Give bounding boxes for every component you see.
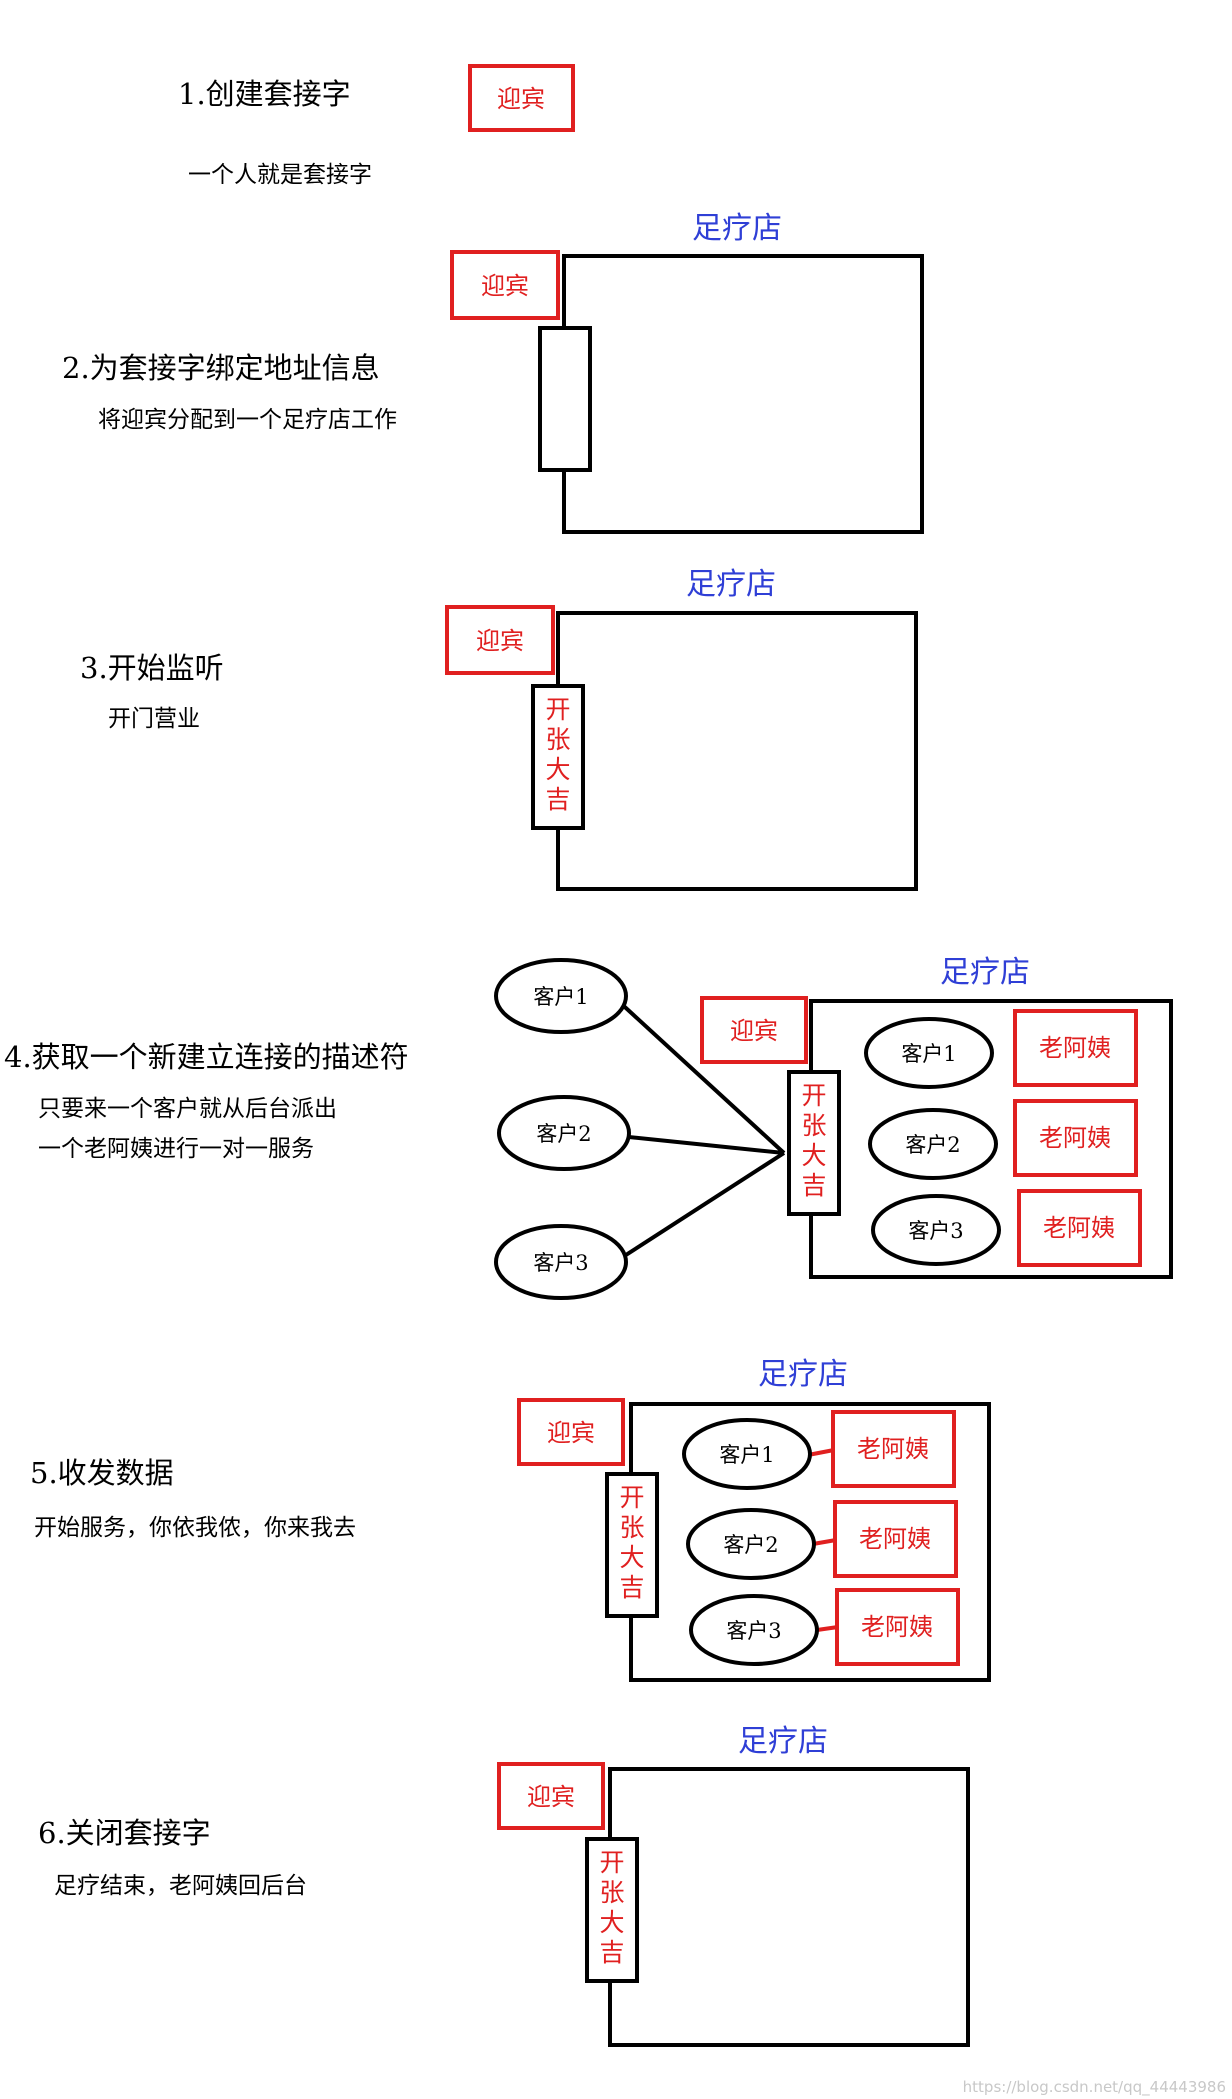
client-label: 客户2	[536, 1122, 591, 1146]
client-label: 客户2	[905, 1133, 960, 1157]
opening-char: 张	[801, 1111, 826, 1140]
auntie-box	[831, 1410, 956, 1488]
greeter-box	[700, 996, 808, 1064]
shop-box	[608, 1767, 970, 2047]
opening-char: 开	[801, 1081, 826, 1110]
step-desc: 只要来一个客户就从后台派出	[38, 1096, 337, 1122]
step-desc: 开始服务，你依我侬，你来我去	[34, 1515, 356, 1541]
auntie-label: 老阿姨	[859, 1525, 931, 1553]
step-1: 1.创建套接字 一个人就是套接字 迎宾	[178, 64, 575, 188]
watermark: https://blog.csdn.net/qq_44443986	[963, 2078, 1226, 2097]
opening-sign	[787, 1070, 841, 1216]
connection-line	[613, 1151, 786, 1264]
opening-char: 开	[545, 695, 570, 724]
door	[538, 326, 592, 472]
shop-title: 足疗店	[738, 1724, 828, 1759]
shop-box	[562, 254, 924, 534]
client-label: 客户1	[533, 985, 588, 1009]
client-label: 客户3	[908, 1219, 963, 1243]
greeter-label: 迎宾	[476, 627, 524, 655]
opening-sign	[531, 684, 585, 830]
greeter-label: 迎宾	[527, 1783, 575, 1811]
shop-title: 足疗店	[686, 567, 776, 602]
client-ellipse	[494, 958, 628, 1034]
opening-sign	[585, 1837, 639, 1983]
greeter-box	[517, 1398, 625, 1466]
opening-char: 吉	[619, 1573, 644, 1602]
step-2: 2.为套接字绑定地址信息 将迎宾分配到一个足疗店工作 足疗店 迎宾	[62, 211, 924, 534]
step-desc: 一个老阿姨进行一对一服务	[38, 1136, 314, 1162]
client-label: 客户3	[726, 1619, 781, 1643]
client-label: 客户3	[533, 1251, 588, 1275]
step-desc: 开门营业	[108, 706, 200, 732]
auntie-box	[1013, 1099, 1138, 1177]
auntie-box	[1017, 1189, 1142, 1267]
opening-char: 吉	[801, 1171, 826, 1200]
opening-char: 开	[599, 1848, 624, 1877]
step-title: 6.关闭套接字	[38, 1816, 211, 1850]
client-ellipse	[494, 1224, 628, 1300]
step-5: 5.收发数据 开始服务，你依我侬，你来我去 足疗店 迎宾 开 张 大 吉 客户1…	[30, 1357, 991, 1682]
step-title: 1.创建套接字	[178, 77, 351, 111]
greeter-box	[468, 64, 575, 132]
opening-char: 大	[545, 755, 570, 784]
client-ellipse	[497, 1095, 631, 1171]
client-label: 客户1	[719, 1443, 774, 1467]
step-title: 2.为套接字绑定地址信息	[62, 351, 380, 385]
client-ellipse	[864, 1017, 994, 1089]
opening-char: 开	[619, 1483, 644, 1512]
greeter-label: 迎宾	[547, 1419, 595, 1447]
greeter-label: 迎宾	[481, 272, 529, 300]
auntie-label: 老阿姨	[1043, 1214, 1115, 1242]
shop-title: 足疗店	[692, 211, 782, 246]
connection-line	[618, 1134, 785, 1155]
greeter-label: 迎宾	[497, 85, 545, 113]
opening-char: 张	[545, 725, 570, 754]
client-label: 客户1	[901, 1042, 956, 1066]
connection-line	[613, 996, 786, 1155]
shop-title: 足疗店	[940, 955, 1030, 990]
auntie-box	[1013, 1009, 1138, 1087]
step-6: 6.关闭套接字 足疗结束，老阿姨回后台 足疗店 迎宾 开 张 大 吉	[38, 1724, 970, 2047]
step-title: 3.开始监听	[80, 651, 224, 685]
client-ellipse	[868, 1108, 998, 1180]
step-desc: 足疗结束，老阿姨回后台	[54, 1873, 307, 1899]
opening-char: 吉	[599, 1938, 624, 1967]
greeter-box	[450, 250, 560, 320]
client-ellipse	[871, 1194, 1001, 1266]
auntie-label: 老阿姨	[857, 1435, 929, 1463]
shop-box	[556, 611, 918, 891]
client-ellipse	[689, 1594, 819, 1666]
shop-title: 足疗店	[758, 1357, 848, 1392]
opening-sign	[605, 1472, 659, 1618]
greeter-box	[445, 605, 555, 675]
service-link	[816, 1625, 839, 1632]
client-ellipse	[686, 1508, 816, 1580]
step-3: 3.开始监听 开门营业 足疗店 迎宾 开 张 大 吉	[80, 567, 918, 891]
auntie-label: 老阿姨	[861, 1613, 933, 1641]
opening-char: 大	[619, 1543, 644, 1572]
opening-char: 大	[801, 1141, 826, 1170]
auntie-box	[835, 1588, 960, 1666]
auntie-box	[833, 1500, 958, 1578]
greeter-label: 迎宾	[730, 1017, 778, 1045]
opening-char: 大	[599, 1908, 624, 1937]
opening-char: 吉	[545, 785, 570, 814]
step-desc: 将迎宾分配到一个足疗店工作	[98, 407, 397, 433]
step-title: 4.获取一个新建立连接的描述符	[4, 1040, 409, 1074]
auntie-label: 老阿姨	[1039, 1034, 1111, 1062]
opening-char: 张	[619, 1513, 644, 1542]
step-4: 4.获取一个新建立连接的描述符 只要来一个客户就从后台派出 一个老阿姨进行一对一…	[4, 955, 1173, 1300]
greeter-box	[497, 1762, 605, 1830]
auntie-label: 老阿姨	[1039, 1124, 1111, 1152]
service-link	[807, 1448, 835, 1457]
client-ellipse	[682, 1418, 812, 1490]
service-link	[812, 1538, 837, 1546]
step-desc: 一个人就是套接字	[188, 162, 372, 188]
step-title: 5.收发数据	[30, 1456, 174, 1490]
client-label: 客户2	[723, 1533, 778, 1557]
opening-char: 张	[599, 1878, 624, 1907]
